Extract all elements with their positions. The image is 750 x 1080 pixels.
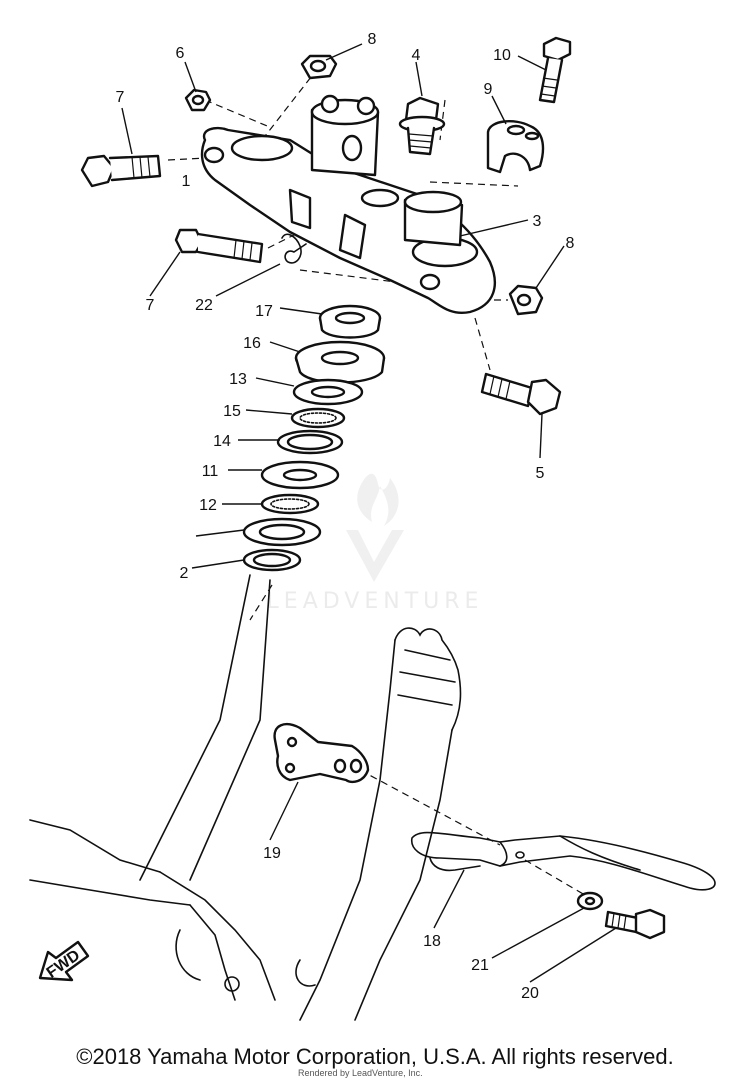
washer-21: [576, 891, 604, 911]
callout-16: 16: [243, 335, 261, 352]
flange-bolt-4: [398, 96, 446, 156]
nut-8-upper: [300, 54, 338, 80]
cover-16: [294, 340, 386, 384]
bolt-10: [538, 36, 572, 104]
ball-bearing-15: [290, 407, 346, 429]
rendered-by-notice: Rendered by LeadVenture, Inc.: [298, 1068, 423, 1078]
nut-6: [184, 88, 212, 112]
bolt-20: [604, 908, 666, 940]
leadventure-watermark-logo: LEADVENTURE: [267, 473, 484, 614]
callout-22: 22: [195, 297, 213, 314]
ring-nut-17: [318, 304, 382, 339]
callout-leaders: [121, 43, 617, 983]
callout-17: 17: [255, 303, 273, 320]
copyright-notice: ©2018 Yamaha Motor Corporation, U.S.A. A…: [76, 1044, 674, 1069]
callout-21: 21: [471, 957, 489, 974]
race-11: [260, 460, 340, 490]
race-1: [242, 517, 322, 547]
wire-holder-18: [411, 831, 716, 891]
fwd-direction-arrow: FWD: [38, 940, 90, 982]
callout-10: 10: [493, 47, 511, 64]
callout-6: 6: [176, 45, 185, 62]
callout-19: 19: [263, 845, 281, 862]
seal-2: [242, 548, 302, 572]
callout-7-lower: 7: [146, 297, 155, 314]
race-14: [276, 429, 344, 455]
nut-8-lower: [508, 284, 544, 316]
callout-18: 18: [423, 933, 441, 950]
callout-13: 13: [229, 371, 247, 388]
race-13: [292, 378, 364, 406]
ball-bearing-12: [260, 493, 320, 515]
frame-tube: [29, 574, 276, 1001]
callout-7-upper: 7: [116, 89, 125, 106]
callout-2: 2: [180, 565, 189, 582]
callout-9: 9: [484, 81, 493, 98]
fork-leg: [295, 627, 462, 1021]
callout-4: 4: [412, 47, 421, 64]
bracket-19: [273, 723, 370, 784]
callout-20: 20: [521, 985, 539, 1002]
callout-11: 11: [202, 463, 219, 480]
flange-bolt-7-lower: [174, 228, 264, 264]
callout-12: 12: [199, 497, 217, 514]
watermark-text: LEADVENTURE: [267, 589, 484, 614]
bolt-5: [480, 372, 562, 416]
callout-8-lower: 8: [566, 235, 575, 252]
callout-labels: 1 2 3 4 5 6 7 7 8 8 9 10 11 12 13 14 15 …: [116, 31, 575, 1002]
flange-bolt-7-upper: [80, 154, 162, 188]
callout-8-upper: 8: [368, 31, 377, 48]
callout-3: 3: [533, 213, 542, 230]
callout-15: 15: [223, 403, 241, 420]
callout-1: 1: [182, 173, 191, 190]
callout-5: 5: [536, 465, 545, 482]
clip-22: [281, 233, 307, 264]
upper-bracket: [200, 94, 497, 315]
upper-holder: [486, 120, 545, 174]
callout-14: 14: [213, 433, 231, 450]
